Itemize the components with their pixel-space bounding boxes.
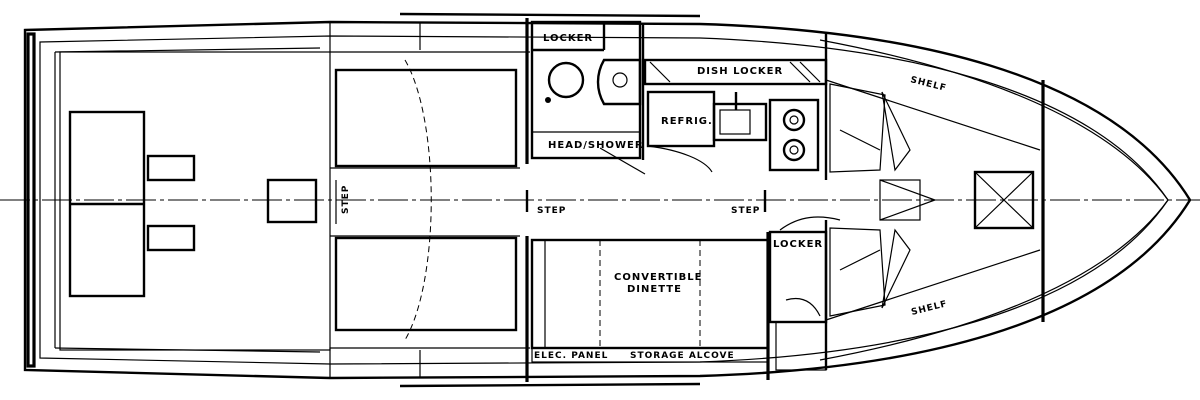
toilet bbox=[547, 61, 585, 99]
head-sink bbox=[596, 58, 642, 106]
cockpit bbox=[26, 32, 331, 368]
label-shelf-top: SHELF bbox=[909, 75, 947, 94]
label-storage-alcove: STORAGE ALCOVE bbox=[630, 351, 735, 361]
galley-sink bbox=[712, 102, 768, 142]
label-convertible: CONVERTIBLE bbox=[614, 272, 702, 283]
forward-hatch bbox=[973, 170, 1035, 230]
label-dish-locker: DISH LOCKER bbox=[697, 66, 783, 77]
stove bbox=[768, 98, 820, 172]
aft-berths bbox=[330, 59, 520, 341]
cockpit-box-lower bbox=[146, 224, 196, 252]
label-head-shower: HEAD/SHOWER bbox=[548, 140, 644, 151]
v-berth bbox=[779, 79, 1041, 321]
head-shower bbox=[530, 20, 642, 160]
step-markers bbox=[525, 190, 767, 212]
label-locker-fwd: LOCKER bbox=[773, 239, 823, 250]
label-locker-top: LOCKER bbox=[543, 33, 593, 44]
forward-locker bbox=[768, 230, 828, 371]
label-step-fwd: STEP bbox=[731, 206, 760, 216]
galley bbox=[599, 58, 828, 175]
burner-bottom bbox=[782, 138, 806, 162]
side-decks bbox=[329, 12, 701, 388]
cockpit-box-upper bbox=[146, 154, 196, 182]
label-refrig: REFRIG. bbox=[661, 116, 713, 127]
cockpit-center-hatch bbox=[266, 178, 318, 224]
label-step-mid: STEP bbox=[537, 206, 566, 216]
label-shelf-bottom: SHELF bbox=[910, 299, 948, 318]
label-dinette: DINETTE bbox=[627, 284, 682, 295]
burner-top bbox=[782, 108, 806, 132]
label-elec-panel: ELEC. PANEL bbox=[534, 351, 608, 361]
label-step-aft: STEP bbox=[341, 185, 351, 214]
dinette bbox=[530, 238, 770, 363]
